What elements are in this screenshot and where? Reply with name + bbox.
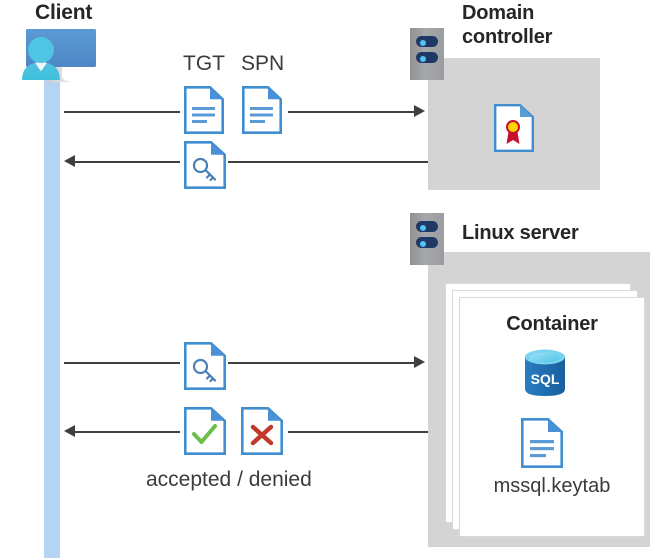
client-icon xyxy=(8,24,108,86)
keytab-label: mssql.keytab xyxy=(493,475,611,497)
client-lifeline xyxy=(44,66,60,558)
container-title: Container xyxy=(506,313,598,335)
server-rack-icon-linux xyxy=(410,213,444,265)
domain-controller-title-line1: Domain xyxy=(462,2,535,24)
svg-text:SQL: SQL xyxy=(531,371,560,387)
accepted-document-icon xyxy=(184,407,226,455)
arrow-client-to-dc-head xyxy=(414,105,425,117)
domain-controller-title: Domain controller xyxy=(462,1,552,49)
tgt-document-icon xyxy=(184,86,224,134)
certificate-document-icon xyxy=(494,104,534,152)
sql-database-icon: SQL xyxy=(522,348,568,398)
keytab-document-icon xyxy=(521,418,563,468)
arrow-client-to-linux-head xyxy=(414,356,425,368)
arrow-linux-to-client-segment-left xyxy=(75,431,180,433)
linux-server-title: Linux server xyxy=(462,222,579,244)
arrow-client-to-linux-segment-left xyxy=(64,362,180,364)
arrow-dc-to-client-segment-right xyxy=(228,161,428,163)
arrow-client-to-dc-segment-left xyxy=(64,111,180,113)
arrow-linux-to-client-segment-right xyxy=(288,431,428,433)
arrow-client-to-dc-segment-right xyxy=(288,111,416,113)
spn-label: SPN xyxy=(241,52,285,75)
arrow-dc-to-client-head xyxy=(64,155,75,167)
server-rack-icon xyxy=(410,28,444,80)
tgt-label: TGT xyxy=(183,52,225,75)
accepted-denied-label: accepted / denied xyxy=(146,468,312,491)
arrow-client-to-linux-segment-right xyxy=(228,362,416,364)
spn-document-icon xyxy=(242,86,282,134)
arrow-linux-to-client-head xyxy=(64,425,75,437)
ticket-key-document-icon-server xyxy=(184,342,226,390)
client-title: Client xyxy=(35,1,93,24)
domain-controller-title-line2: controller xyxy=(462,26,553,48)
ticket-key-document-icon-dc xyxy=(184,141,226,189)
container-card-front xyxy=(459,297,645,537)
denied-document-icon xyxy=(241,407,283,455)
arrow-dc-to-client-segment-left xyxy=(75,161,180,163)
